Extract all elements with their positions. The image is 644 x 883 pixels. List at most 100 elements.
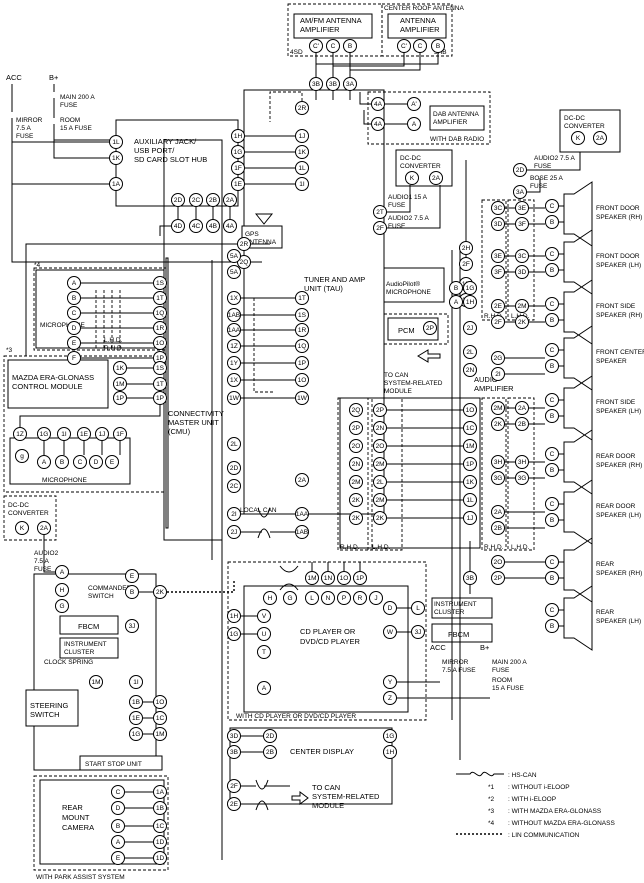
speaker-b-pin <box>545 619 559 633</box>
cd-y-pin <box>383 675 397 689</box>
cdisp-pin <box>263 729 277 743</box>
aux-bottom-pin <box>223 193 237 207</box>
aux-jack-hub: AUXILIARY JACK/USB PORT/SD CARD SLOT HUB <box>115 119 239 207</box>
instrument-right-box <box>431 597 493 619</box>
center-roof-antenna-label: CENTER ROOF ANTENNA <box>384 5 464 12</box>
fbcm-right-box <box>431 623 493 643</box>
pin-label: 2I <box>495 371 501 378</box>
pin-label: 1E <box>234 181 243 188</box>
speaker-label: FRONT SIDE <box>596 399 636 406</box>
speaker-label: FRONT CENTER <box>596 349 644 356</box>
pin-label: 3B <box>312 81 320 88</box>
wire <box>211 140 461 860</box>
pin-label: G <box>59 603 64 610</box>
speaker-label: SPEAKER (RH) <box>596 462 642 469</box>
dab-pin <box>371 97 385 111</box>
cd-l-pin <box>411 601 425 615</box>
pin-label: 1K <box>112 155 121 162</box>
pin-label: 1P <box>156 355 164 362</box>
pin-label: C <box>550 559 555 566</box>
cdisp-pin <box>227 729 241 743</box>
pin-label: B <box>550 317 554 324</box>
speaker-c-pin <box>545 247 559 261</box>
pin-label: 1P <box>356 575 364 582</box>
pin-label: C <box>331 43 336 50</box>
speaker-label: REAR DOOR <box>596 503 636 510</box>
pin-label: 2D <box>266 733 275 740</box>
cd-a-pin <box>257 681 271 695</box>
cam-2e-pin <box>227 797 241 811</box>
pin-label: 1S <box>156 280 165 287</box>
pin-label: C <box>72 310 77 317</box>
dab-pin <box>407 117 421 131</box>
pin-label: 1Q <box>156 310 165 317</box>
antenna-pin <box>413 39 427 53</box>
pin-label: A <box>60 569 65 576</box>
speaker-7: REAR DOOR SPEAKER (LH) <box>563 479 641 545</box>
rhd-audio: R.H.D. <box>340 544 360 551</box>
wire <box>315 53 439 77</box>
pin-label: 3H <box>494 459 503 466</box>
wire <box>95 290 121 350</box>
mic4-lhd: L.H.D. <box>104 337 123 344</box>
pin-label: 1H <box>234 133 243 140</box>
pin-label: B <box>60 459 64 466</box>
pin-label: 1C <box>156 715 165 722</box>
pin-label: 1A <box>112 181 121 188</box>
pin-label: 1P <box>466 461 474 468</box>
era-bot-pin <box>77 427 91 441</box>
cam-2f-pin <box>227 779 241 793</box>
cmu-edge <box>165 257 169 529</box>
speaker-label: REAR <box>596 609 614 616</box>
tau-top-pin <box>295 177 309 191</box>
era-mic-pin <box>105 455 119 469</box>
pin-label: 2K <box>518 319 527 326</box>
amp-2n-pin <box>463 363 477 377</box>
era-bot-pin <box>95 427 109 441</box>
cmu-in-pin <box>153 321 167 335</box>
speaker-c-pin <box>545 343 559 357</box>
legend-entry: *1: WITHOUT i-ELOOP <box>488 784 570 791</box>
aa-left-pin <box>349 439 363 453</box>
spk-col2-pin <box>515 455 529 469</box>
speaker-label: REAR DOOR <box>596 453 636 460</box>
pin-label: 1C <box>156 823 165 830</box>
pcm-2p-pin <box>423 321 437 335</box>
cam-right-pin <box>153 819 167 833</box>
spk-col1-pin <box>491 455 505 469</box>
cd-z-pin <box>383 691 397 705</box>
pin-label: 1I <box>299 181 305 188</box>
legend-entry: : LIN COMMUNICATION <box>456 832 580 839</box>
aa-right-pin <box>463 439 477 453</box>
pin-label: 2L <box>376 479 384 486</box>
era-right-pin <box>113 391 127 405</box>
pin-label: C <box>550 301 555 308</box>
spk-col2-pin <box>515 417 529 431</box>
aux-left-pin <box>109 135 123 149</box>
pin-label: 1G <box>132 731 141 738</box>
aa-left-pin <box>349 475 363 489</box>
era-mic-pin <box>37 455 51 469</box>
speaker-label: SPEAKER (RH) <box>596 312 642 319</box>
pin-label: 2F <box>376 225 384 232</box>
cd-row-pin <box>263 591 277 605</box>
speaker-b-pin <box>545 215 559 229</box>
cmdr-h-pin <box>55 583 69 597</box>
audio-amp-pin-block <box>339 397 481 549</box>
speaker-label: SPEAKER (RH) <box>596 214 642 221</box>
note3-mark: *3 <box>6 347 13 354</box>
legend-text: : WITH i-ELOOP <box>508 796 556 803</box>
pin-label: 2K <box>156 589 165 596</box>
pin-label: 4A <box>374 101 383 108</box>
pin-label: 3B <box>329 81 337 88</box>
speaker-label: SPEAKER (LH) <box>596 512 641 519</box>
start-stop-box <box>79 755 163 771</box>
legend-entry: *2: WITH i-ELOOP <box>488 796 556 803</box>
